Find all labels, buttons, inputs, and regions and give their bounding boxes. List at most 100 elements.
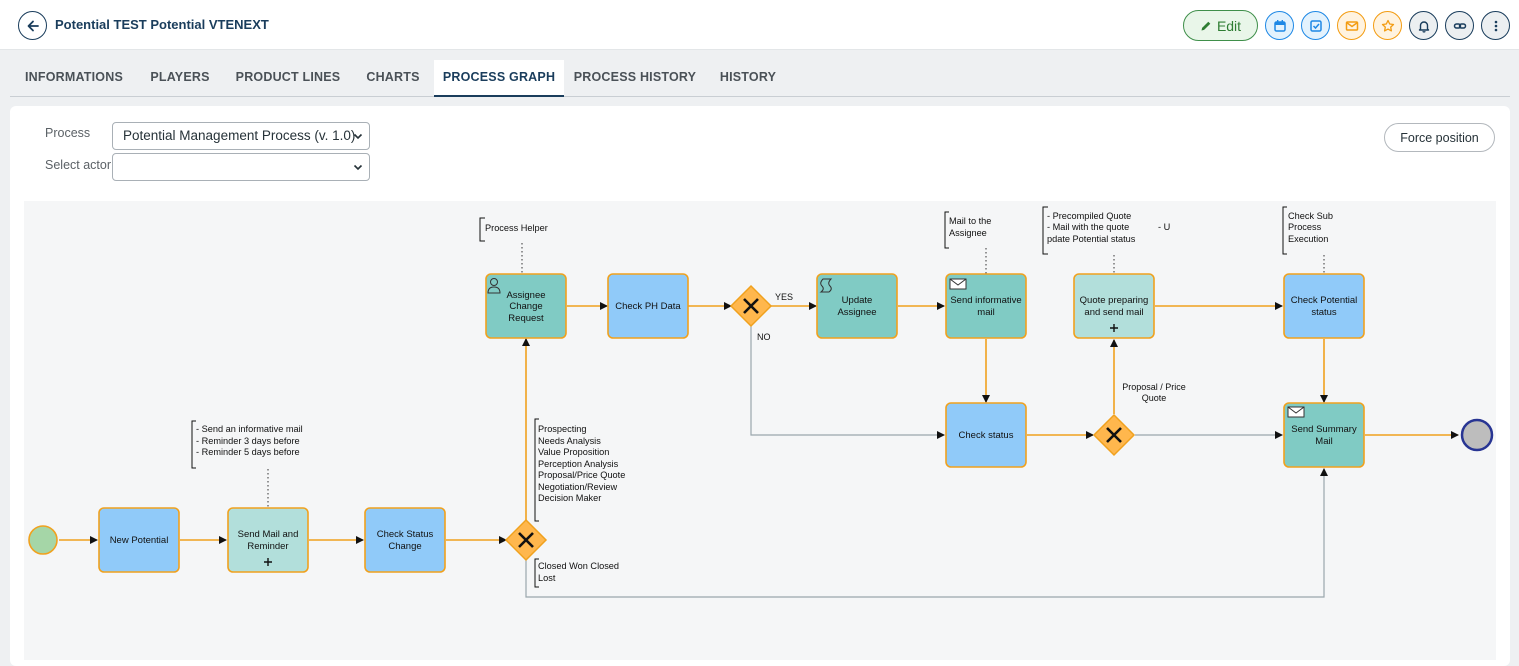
sequence-flows [59,302,1459,544]
start-event[interactable] [28,525,58,555]
task-label-line: Update [842,295,873,306]
back-button[interactable] [18,11,47,40]
annotation-closed-list: Closed Won Closed Lost [538,561,619,583]
more-button[interactable] [1481,11,1510,40]
task-label-line: Send Summary [1291,424,1357,435]
annotation-line: Proposal/Price Quote [538,470,625,480]
task-label-line: Send Mail and [238,529,299,540]
user-task-icon [487,278,501,294]
annotation-line: Decision Maker [538,493,601,503]
tab-charts[interactable]: CHARTS [366,70,420,84]
task-check-ph-data[interactable]: Check PH Data [607,273,689,339]
page-title: Potential TEST Potential VTENEXT [55,17,269,32]
task-label-line: Assignee [506,290,545,301]
task-label-line: Reminder [247,541,288,552]
annotation-line: Execution [1288,234,1328,244]
flow-label-yes: YES [775,292,793,302]
mail-button[interactable] [1337,11,1366,40]
annotation-line: Needs Analysis [538,436,601,446]
script-task-icon [819,278,833,293]
task-send-mail-and-reminder[interactable]: Send Mail and Reminder [227,507,309,573]
exclusive-gateway-status[interactable] [504,518,548,562]
task-label-line: Check PH Data [615,301,681,312]
annotation-line: Process Helper [485,223,548,233]
task-label-line: New Potential [110,535,169,546]
task-label-line: Quote preparing [1080,295,1149,306]
end-event[interactable] [1460,418,1494,452]
calendar-button[interactable] [1265,11,1294,40]
annotation-quote: - Precompiled Quote - Mail with the quot… [1047,211,1170,244]
tab-process-history[interactable]: PROCESS HISTORY [573,70,697,84]
bell-icon [1418,20,1429,33]
tab-history[interactable]: HISTORY [719,70,777,84]
process-select[interactable]: Potential Management Process (v. 1.0) [112,122,370,150]
task-check-status-change[interactable]: Check Status Change [364,507,446,573]
calendar-icon [1273,19,1286,32]
annotation-line: Prospecting [538,424,587,434]
flow-label-proposal: Proposal / Price [1122,382,1186,392]
link-button[interactable] [1445,11,1474,40]
force-position-button[interactable]: Force position [1384,123,1495,152]
top-bar: Potential TEST Potential VTENEXT Edit [0,0,1519,50]
task-assignee-change-request[interactable]: Assignee Change Request [485,273,567,339]
task-label-line: Check Potential [1291,295,1358,306]
association-lines [267,243,1325,509]
annotation-line: - Send an informative mail [196,424,303,434]
back-arrow-icon [27,20,39,31]
link-icon [1453,22,1466,29]
annotation-line: pdate Potential status [1047,234,1136,244]
tab-process-graph[interactable]: PROCESS GRAPH [434,60,564,97]
chevron-down-icon [353,164,363,171]
task-label-line: mail [977,307,994,318]
subprocess-marker-icon [264,558,272,566]
annotation-line: Lost [538,573,556,583]
tab-informations[interactable]: INFORMATIONS [25,70,123,84]
subprocess-marker-icon [1110,324,1118,332]
more-vertical-icon [1494,20,1497,31]
task-check-status[interactable]: Check status [945,402,1027,468]
annotation-line: Process [1288,222,1322,232]
exclusive-gateway-ph-data[interactable] [729,284,773,328]
annotation-line: Assignee [949,228,987,238]
task-label-line: Send informative [950,295,1021,306]
annotation-line: Closed Won Closed [538,561,619,571]
annotation-line: - U [1158,222,1170,232]
task-quote-preparing[interactable]: Quote preparing and send mail [1073,273,1155,339]
task-label-line: Mail [1315,436,1332,447]
task-check-icon [1309,19,1322,32]
process-diagram: New Potential Send Mail and Reminder Che… [28,206,1494,598]
task-new-potential[interactable]: New Potential [98,507,180,573]
task-send-informative-mail[interactable]: Send informative mail [945,273,1027,339]
task-label-line: Change [509,301,542,312]
actor-select[interactable] [112,153,370,181]
exclusive-gateway-check-status[interactable] [1092,413,1136,457]
mail-task-icon [949,278,967,290]
default-flows [525,326,1328,598]
flow-label-no: NO [757,332,771,342]
task-send-summary-mail[interactable]: Send Summary Mail [1283,402,1365,468]
tab-players[interactable]: PLAYERS [150,70,210,84]
task-label-line: Assignee [837,307,876,318]
process-select-value: Potential Management Process (v. 1.0) [123,128,356,143]
actor-label: Select actor [45,158,112,172]
annotation-line: - Mail with the quote [1047,222,1129,232]
star-icon [1381,19,1394,32]
edit-button[interactable]: Edit [1183,10,1258,41]
annotation-line: Check Sub [1288,211,1333,221]
task-button[interactable] [1301,11,1330,40]
process-graph-canvas[interactable]: New Potential Send Mail and Reminder Che… [24,201,1496,660]
task-label-line: Change [388,541,421,552]
notifications-button[interactable] [1409,11,1438,40]
favorite-button[interactable] [1373,11,1402,40]
task-label-line: Check Status [377,529,434,540]
annotation-process-helper: Process Helper [485,223,548,233]
task-label-line: Check status [959,430,1014,441]
task-check-potential-status[interactable]: Check Potential status [1283,273,1365,339]
task-label-line: Request [508,313,544,324]
annotation-status-list: Prospecting Needs Analysis Value Proposi… [538,424,625,503]
annotation-line: Negotiation/Review [538,482,618,492]
mail-task-icon [1287,406,1305,418]
task-update-assignee[interactable]: Update Assignee [816,273,898,339]
process-label: Process [45,126,91,140]
tab-product-lines[interactable]: PRODUCT LINES [235,70,341,84]
